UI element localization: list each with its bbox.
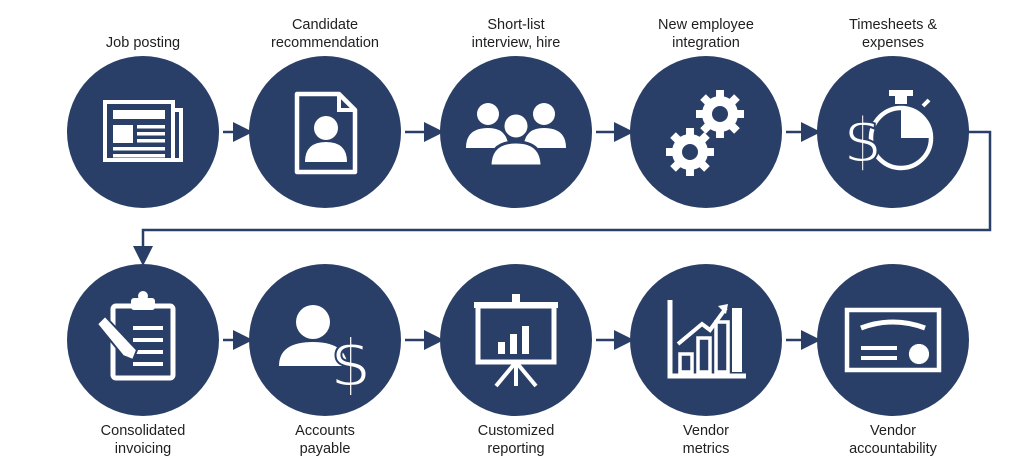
step-label: Vendor accountability	[849, 423, 937, 457]
person-dollar-icon: $	[279, 305, 373, 403]
row-wrap-connector	[133, 130, 992, 266]
step-label: Consolidated invoicing	[100, 423, 186, 457]
certificate-icon	[844, 307, 942, 373]
step-label: Accounts payable	[295, 423, 355, 457]
step-8	[440, 264, 592, 416]
resume-document-icon	[294, 91, 358, 175]
step-4	[630, 56, 782, 208]
step-label: Timesheets & expenses	[848, 17, 938, 51]
growth-chart-icon	[667, 300, 746, 379]
step-label: Candidate recommendation	[271, 17, 379, 51]
clipboard-pencil-icon	[95, 291, 176, 381]
stopwatch-dollar-icon: $	[842, 90, 934, 178]
step-5: $	[817, 56, 969, 208]
step-label: Job posting	[105, 35, 181, 51]
step-3	[440, 56, 592, 208]
step-6	[67, 264, 219, 416]
step-label: New employee integration	[658, 17, 754, 51]
step-label: Vendor metrics	[682, 423, 730, 457]
step-circle	[630, 264, 782, 416]
people-group-icon	[466, 103, 566, 168]
step-7: $	[249, 264, 401, 416]
svg-text:$: $	[843, 104, 882, 177]
step-circle	[817, 264, 969, 416]
step-label: Customized reporting	[477, 423, 555, 457]
step-9	[630, 264, 782, 416]
step-label: Short-list interview, hire	[471, 17, 561, 51]
step-2	[249, 56, 401, 208]
step-circle	[817, 56, 969, 208]
svg-text:$: $	[330, 325, 372, 402]
step-circle	[249, 264, 401, 416]
step-10	[817, 264, 969, 416]
gears-icon	[666, 90, 744, 176]
presentation-board-icon	[474, 294, 558, 388]
step-1	[67, 56, 219, 208]
newspaper-icon	[103, 100, 183, 162]
